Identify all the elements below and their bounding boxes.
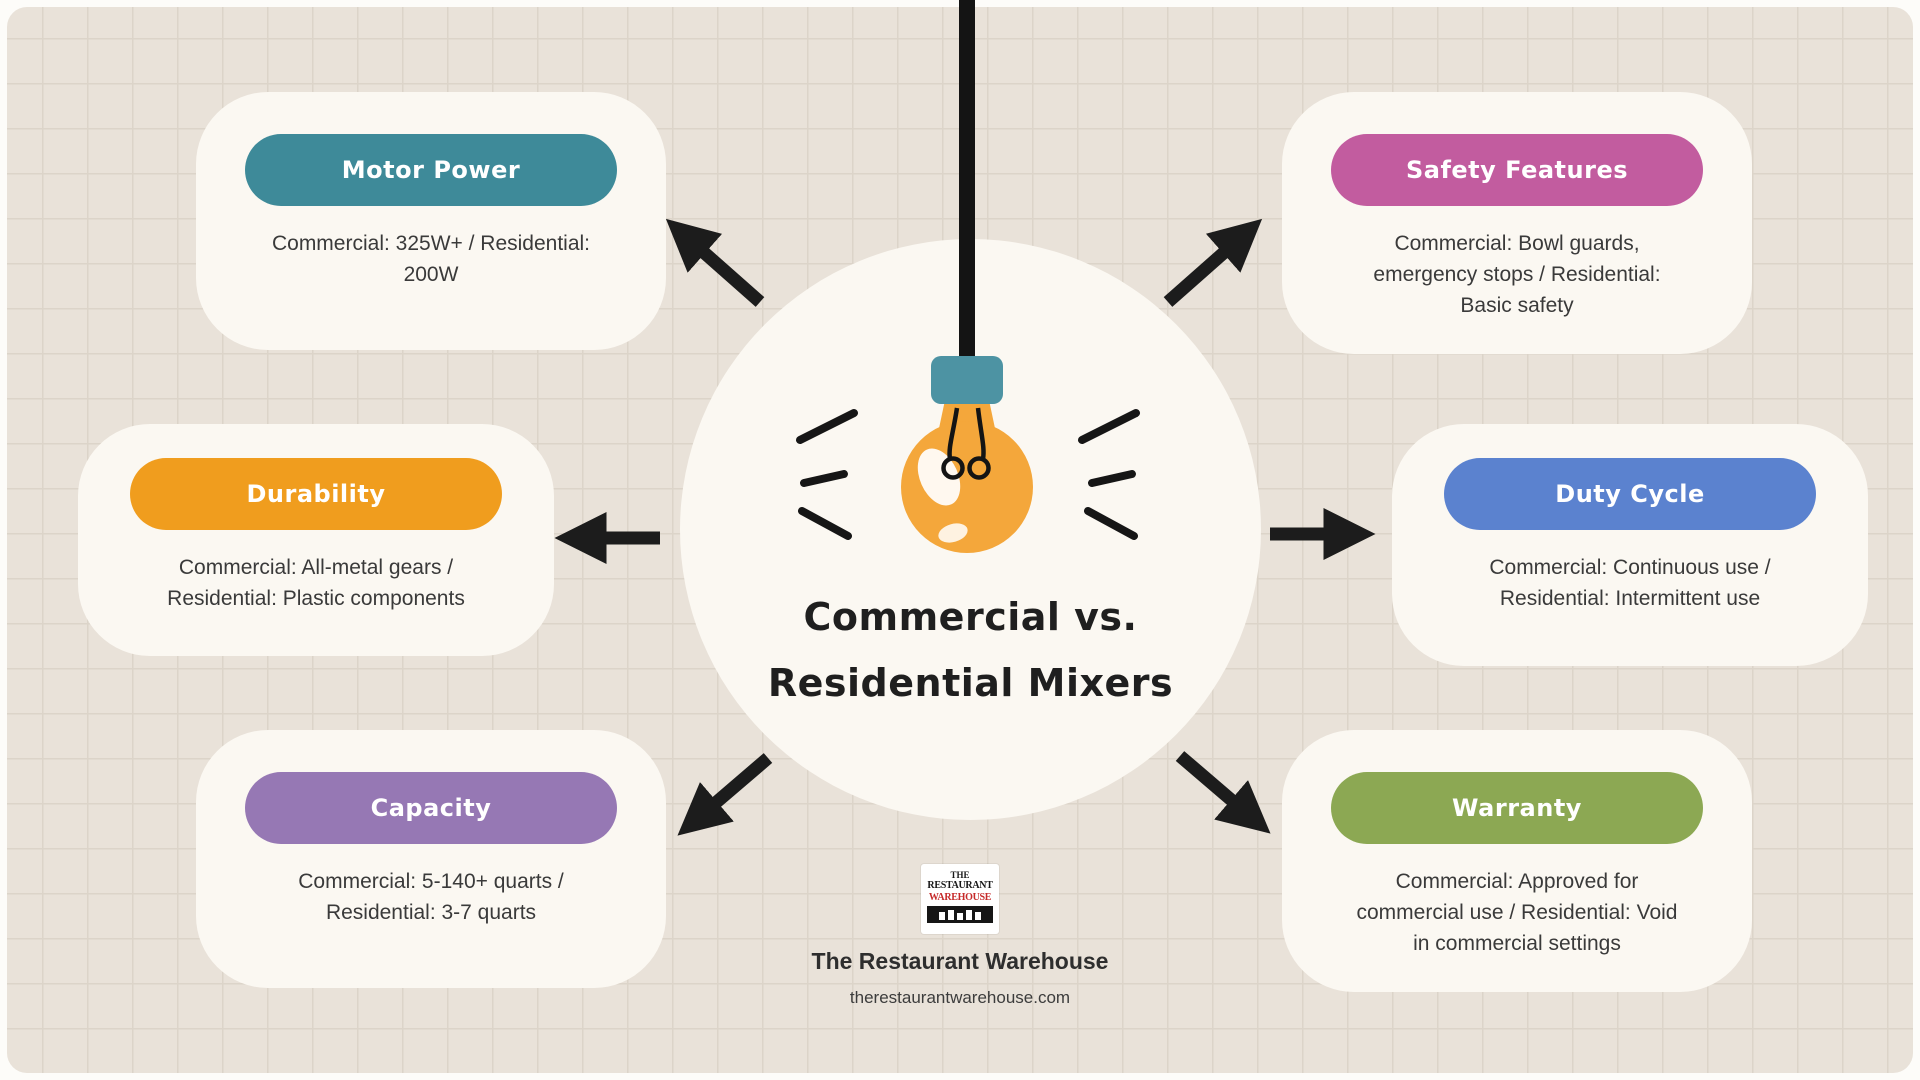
card-motor-power: Motor Power Commercial: 325W+ / Resident… — [196, 92, 666, 350]
card-capacity-pill: Capacity — [245, 772, 617, 844]
card-duty-cycle-description: Commercial: Continuous use / Residential… — [1489, 556, 1771, 611]
card-durability: Durability Commercial: All-metal gears /… — [78, 424, 554, 656]
card-duty-cycle-label: Duty Cycle — [1555, 480, 1705, 508]
card-durability-label: Durability — [246, 480, 386, 508]
logo-line-restaurant: RESTAURANT — [927, 880, 993, 892]
logo-line-the: THE — [950, 870, 970, 880]
main-title: Commercial vs. Residential Mixers — [680, 584, 1261, 716]
card-capacity-description: Commercial: 5-140+ quarts / Residential:… — [298, 870, 564, 925]
card-duty-cycle-pill: Duty Cycle — [1444, 458, 1816, 530]
card-safety-features: Safety Features Commercial: Bowl guards,… — [1282, 92, 1752, 354]
card-warranty-label: Warranty — [1452, 794, 1582, 822]
brand-name: The Restaurant Warehouse — [811, 948, 1109, 974]
card-capacity-label: Capacity — [370, 794, 492, 822]
card-capacity: Capacity Commercial: 5-140+ quarts / Res… — [196, 730, 666, 988]
card-durability-description: Commercial: All-metal gears / Residentia… — [167, 556, 465, 611]
center-circle: Commercial vs. Residential Mixers — [680, 239, 1261, 820]
card-warranty-pill: Warranty — [1331, 772, 1703, 844]
main-title-line2: Residential Mixers — [767, 661, 1174, 705]
card-safety-features-description: Commercial: Bowl guards, emergency stops… — [1373, 232, 1661, 318]
card-warranty-description: Commercial: Approved for commercial use … — [1356, 870, 1678, 956]
card-safety-features-label: Safety Features — [1405, 156, 1629, 184]
card-warranty: Warranty Commercial: Approved for commer… — [1282, 730, 1752, 992]
brand-logo: THE RESTAURANT WAREHOUSE — [921, 864, 999, 934]
card-duty-cycle: Duty Cycle Commercial: Continuous use / … — [1392, 424, 1868, 666]
main-title-line1: Commercial vs. — [803, 595, 1138, 639]
card-safety-features-pill: Safety Features — [1331, 134, 1703, 206]
logo-line-warehouse: WAREHOUSE — [928, 891, 992, 903]
card-motor-power-label: Motor Power — [341, 156, 521, 184]
logo-figures-icon — [927, 906, 993, 924]
brand-website: therestaurantwarehouse.com — [849, 988, 1071, 1007]
card-motor-power-description: Commercial: 325W+ / Residential: 200W — [271, 232, 591, 287]
footer: THE RESTAURANT WAREHOUSE The Restaurant … — [740, 864, 1180, 1008]
card-motor-power-pill: Motor Power — [245, 134, 617, 206]
card-durability-pill: Durability — [130, 458, 502, 530]
